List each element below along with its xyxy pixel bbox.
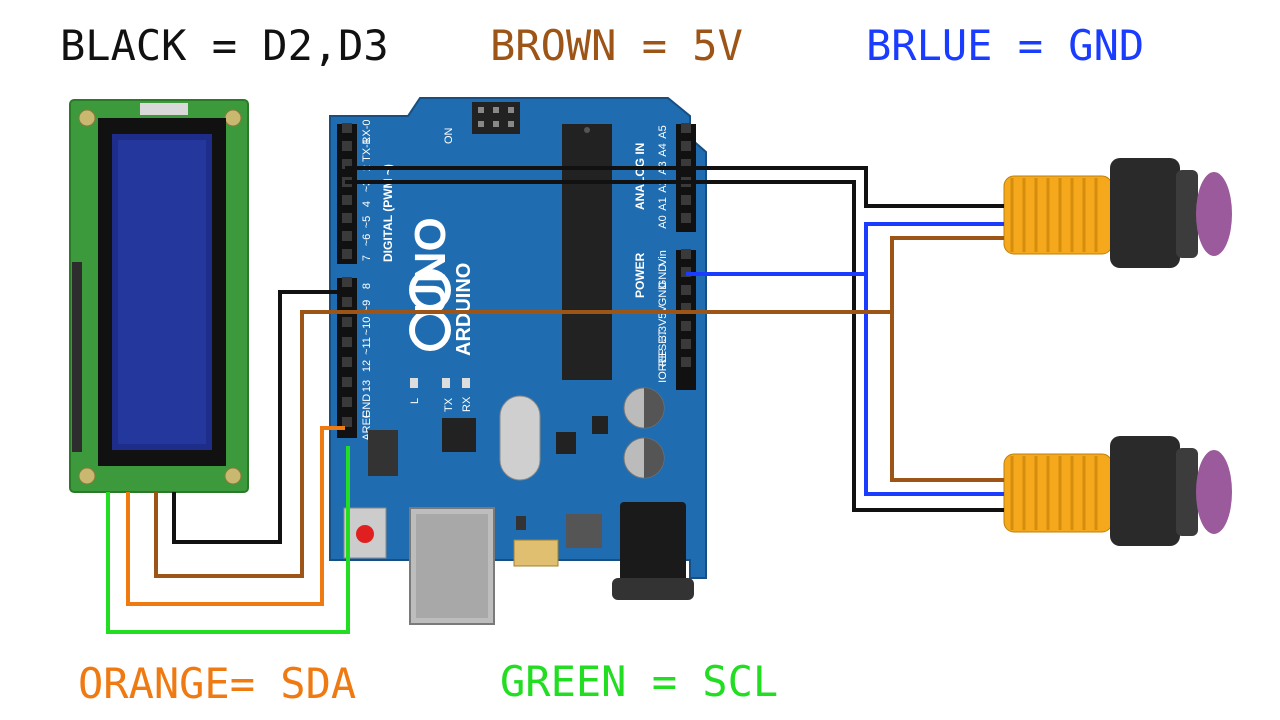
pin-label: GND <box>657 282 669 307</box>
pin-label: 3.3V <box>657 318 669 341</box>
pin-socket <box>342 213 352 223</box>
dc-jack <box>620 502 686 598</box>
pin-socket <box>681 159 691 169</box>
pin-socket <box>342 141 352 151</box>
legend-black: BLACK = D2,D3 <box>60 21 389 70</box>
analog-header-label: ANALOG IN <box>633 143 647 210</box>
pin-socket <box>681 321 691 331</box>
pin-label: Vin <box>657 250 669 266</box>
arduino-text: ARDUINO <box>453 263 475 356</box>
pin-socket <box>681 123 691 133</box>
pin-label: A4 <box>657 143 669 156</box>
led-tx-label: TX <box>443 397 455 412</box>
pin-socket <box>342 317 352 327</box>
pin-socket <box>342 123 352 133</box>
sensor-top <box>1003 158 1232 268</box>
pin-socket <box>342 195 352 205</box>
wire-brown-lcd <box>154 310 686 578</box>
wire-orange-sda <box>126 426 345 606</box>
wire-green-scl <box>106 446 350 634</box>
lcd-pin-header <box>72 262 82 452</box>
pin-socket <box>342 377 352 387</box>
pin-socket <box>681 285 691 295</box>
pin-label: GND <box>657 264 669 289</box>
wire-black-d2 <box>345 166 1004 208</box>
pin-label: 8 <box>361 283 373 289</box>
pin-socket <box>342 357 352 367</box>
pin-label: ~9 <box>361 300 373 313</box>
digital-header-label: DIGITAL (PWM ~) <box>381 164 395 262</box>
wire-brown-5v <box>686 236 1004 482</box>
pin-socket <box>681 249 691 259</box>
pin-socket <box>681 141 691 151</box>
legend-green: GREEN = SCL <box>500 657 778 706</box>
pin-label: 7 <box>361 255 373 261</box>
arduino-board: UNO ARDUINO DIGITAL (PWM ~) ANALOG IN PO… <box>329 97 707 625</box>
pin-socket <box>342 297 352 307</box>
pin-label: 13 <box>361 380 373 392</box>
pin-label: ~10 <box>361 317 373 336</box>
led-rx-label: RX <box>461 396 473 412</box>
pin-socket <box>342 337 352 347</box>
pin-label: TX-1 <box>361 138 373 162</box>
pin-socket <box>342 159 352 169</box>
pin-label: RX-0 <box>361 119 373 144</box>
pin-label: 4 <box>361 201 373 207</box>
pin-socket <box>342 397 352 407</box>
pin-socket <box>342 417 352 427</box>
sensor-lens-icon <box>1196 172 1232 256</box>
pin-socket <box>342 231 352 241</box>
pin-label: GND <box>361 394 373 419</box>
pin-label: ~11 <box>361 337 373 355</box>
wire-black-d3 <box>345 180 1004 512</box>
pin-label: IOREF <box>657 349 669 383</box>
legend-orange: ORANGE= SDA <box>78 659 356 708</box>
on-led-label: ON <box>443 127 455 144</box>
pin-socket <box>681 303 691 313</box>
pin-label: ~6 <box>361 234 373 247</box>
pin-socket <box>681 195 691 205</box>
legend-brown: BROWN = 5V <box>490 21 743 70</box>
sensor-bottom <box>1003 436 1232 546</box>
atmega-chip <box>562 124 612 380</box>
pin-label: RESET <box>657 329 669 366</box>
pin-socket <box>681 213 691 223</box>
pin-label: ~5 <box>361 216 373 229</box>
pin-socket <box>681 339 691 349</box>
sensor-lens-icon <box>1196 450 1232 534</box>
pin-label: A0 <box>657 215 669 228</box>
led-l-label: L <box>409 398 421 404</box>
pin-label: A1 <box>657 197 669 210</box>
pin-socket <box>342 249 352 259</box>
power-header-label: POWER <box>633 252 647 298</box>
pin-socket <box>681 357 691 367</box>
pin-label: A5 <box>657 125 669 138</box>
legend-blue: BRLUE = GND <box>866 21 1144 70</box>
pin-label: 12 <box>361 360 373 372</box>
wire-blue-gnd <box>686 222 1004 496</box>
wire-black-lcd <box>172 290 345 544</box>
pin-socket <box>342 277 352 287</box>
lcd-module <box>69 99 249 493</box>
